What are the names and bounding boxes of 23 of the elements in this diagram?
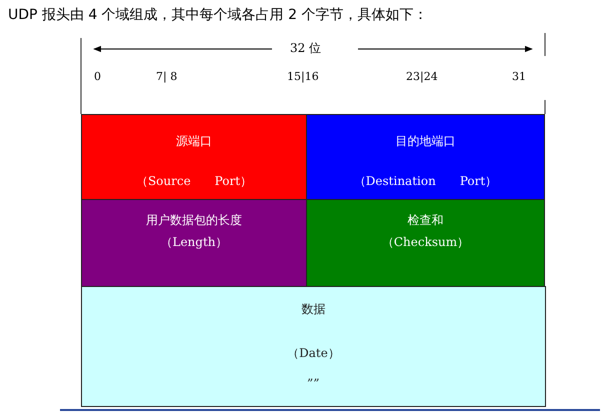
field-box bbox=[306, 199, 545, 287]
bit-number: 23|24 bbox=[406, 70, 438, 83]
bit-number: 0 bbox=[94, 70, 101, 83]
field-label: （Checksum） bbox=[382, 234, 470, 251]
bit-number: 31 bbox=[512, 70, 526, 83]
field-label: （Date） bbox=[287, 345, 340, 362]
field-box bbox=[306, 114, 545, 200]
field-label: 数据 bbox=[302, 301, 326, 318]
bit-number: 7| 8 bbox=[156, 70, 178, 83]
dimension-label: 32 位 bbox=[290, 40, 322, 57]
field-label: 检查和 bbox=[408, 212, 444, 229]
field-label: （Destination Port） bbox=[354, 173, 498, 190]
field-box bbox=[81, 199, 307, 287]
field-label: „„ bbox=[307, 369, 320, 383]
title-text: UDP 报头由 4 个域组成，其中每个域各占用 2 个字节，具体如下： bbox=[8, 6, 428, 24]
field-label: 源端口 bbox=[176, 133, 212, 150]
field-label: （Source Port） bbox=[136, 173, 252, 190]
field-label: 用户数据包的长度 bbox=[146, 212, 242, 229]
field-box bbox=[81, 114, 307, 200]
field-box bbox=[81, 286, 546, 407]
field-label: 目的地端口 bbox=[396, 133, 456, 150]
bit-number: 15|16 bbox=[287, 70, 319, 83]
field-label: （Length） bbox=[160, 234, 228, 251]
